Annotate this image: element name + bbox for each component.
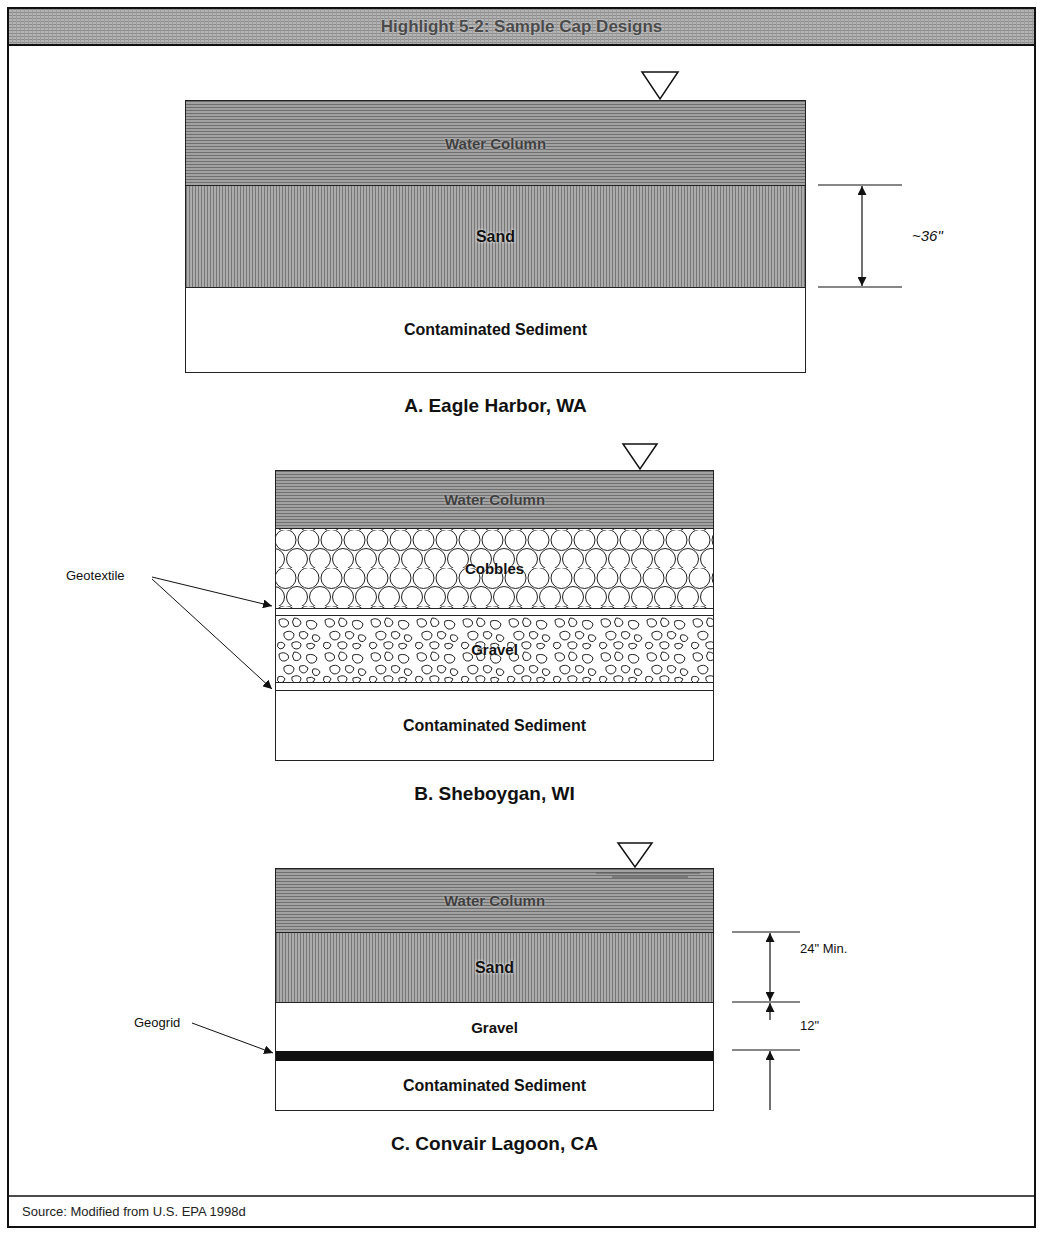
band-label-holder: Water Column: [276, 471, 713, 528]
water-surface-triangle: [642, 72, 678, 99]
band-label-holder: Contaminated Sediment: [276, 1061, 713, 1110]
cap-panel: A. Eagle Harbor, WAWater ColumnSandConta…: [185, 100, 806, 373]
dimension-extension: [818, 286, 902, 287]
water-surface-triangle: [623, 444, 657, 469]
band-fill-rect: [276, 869, 713, 932]
layer-band: Cobbles: [276, 529, 713, 609]
dimension-a: [818, 185, 902, 287]
leader-arrow: [152, 577, 272, 606]
band-label-holder: Sand: [186, 186, 805, 287]
layer-label: Contaminated Sediment: [404, 321, 587, 339]
layer-label: Cobbles: [465, 560, 524, 577]
band-label-holder: Gravel: [276, 1003, 713, 1051]
band-fill-rect: [276, 691, 713, 760]
layer-band: Contaminated Sediment: [276, 690, 713, 760]
figure-title: Highlight 5-2: Sample Cap Designs: [9, 9, 1034, 45]
leader-arrow: [152, 579, 272, 689]
leader-label: Geogrid: [134, 1015, 180, 1030]
leader-arrow: [192, 1023, 273, 1053]
layer-band: Water Column: [276, 471, 713, 529]
cap-panel: C. Convair Lagoon, CAWater ColumnSandGra…: [275, 868, 714, 1111]
layer-label: Contaminated Sediment: [403, 717, 586, 735]
dimension-arrow: [769, 1051, 770, 1110]
band-label-holder: Water Column: [276, 869, 713, 932]
layer-label: Sand: [475, 959, 514, 977]
band-fill-rect: [276, 1003, 713, 1051]
layer-label: Gravel: [471, 1019, 518, 1036]
caption-rule: [8, 1195, 1035, 1197]
leader-label: Geotextile: [66, 568, 125, 583]
band-fill-rect: [276, 1061, 713, 1110]
cap-panel: B. Sheboygan, WIWater ColumnCobblesGrave…: [275, 470, 714, 761]
band-fill-rect: [276, 933, 713, 1002]
dimension-label: 12": [800, 1018, 819, 1033]
dimension-arrow: [769, 1003, 770, 1020]
outer-frame: [8, 8, 1035, 1227]
water-surface-triangle: [618, 843, 652, 867]
dimension-extension: [818, 184, 902, 185]
water-surface-markers: [596, 72, 700, 877]
dimension-extension: [732, 1001, 800, 1002]
band-label-holder: Gravel: [276, 616, 713, 682]
band-fill-rect: [186, 186, 805, 287]
layer-band: Sand: [276, 933, 713, 1003]
layer-label: Sand: [476, 228, 515, 246]
leader-lines: [152, 577, 273, 1053]
title-rule: [8, 44, 1035, 46]
dimension-label: 24" Min.: [800, 941, 847, 956]
layer-band: Sand: [186, 186, 805, 288]
layer-band: Gravel: [276, 615, 713, 683]
panel-caption: B. Sheboygan, WI: [216, 783, 773, 805]
dimension-arrow: [769, 933, 770, 1001]
dimension-label: ~36": [912, 227, 943, 244]
layer-band: Contaminated Sediment: [276, 1061, 713, 1110]
layer-label: Gravel: [471, 641, 518, 658]
title-bar: [9, 9, 1034, 45]
band-fill-rect: [276, 471, 713, 528]
layer-label: Water Column: [444, 892, 545, 909]
band-label-holder: Contaminated Sediment: [186, 288, 805, 372]
panel-caption: C. Convair Lagoon, CA: [216, 1133, 773, 1155]
layer-band: Water Column: [276, 869, 713, 933]
dimension-c: [732, 932, 800, 1110]
band-fill-rect: [276, 529, 713, 608]
band-label-holder: Contaminated Sediment: [276, 691, 713, 760]
layer-band: Water Column: [186, 101, 805, 186]
water-surface-line: [612, 877, 688, 878]
layer-label: Water Column: [445, 135, 546, 152]
dimension-extension: [732, 1049, 800, 1050]
source-caption: Source: Modified from U.S. EPA 1998d: [22, 1204, 246, 1219]
band-fill-rect: [276, 616, 713, 682]
band-fill-rect: [186, 288, 805, 372]
layer-label: Contaminated Sediment: [403, 1077, 586, 1095]
water-surface-line: [596, 873, 700, 874]
band-label-holder: Water Column: [186, 101, 805, 185]
band-fill-rect: [186, 101, 805, 185]
layer-band: Gravel: [276, 1003, 713, 1051]
layer-band: Contaminated Sediment: [186, 288, 805, 372]
dimension-arrow: [861, 186, 862, 286]
dimension-extension: [732, 931, 800, 932]
layer-label: Water Column: [444, 491, 545, 508]
band-label-holder: Sand: [276, 933, 713, 1002]
band-label-holder: Cobbles: [276, 529, 713, 608]
panel-caption: A. Eagle Harbor, WA: [126, 395, 865, 417]
